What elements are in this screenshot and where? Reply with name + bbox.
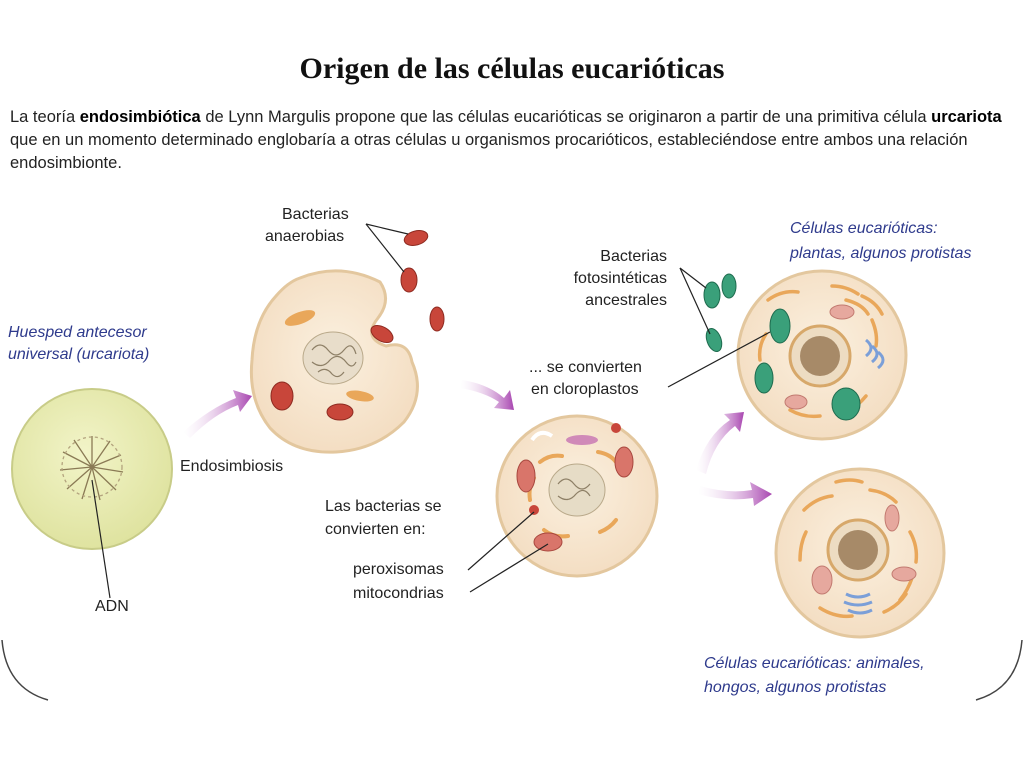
label-anaerobic-line2: anaerobias — [265, 228, 344, 245]
label-plants-line1: Células eucarióticas: — [790, 220, 938, 237]
label-mitochondria: mitocondrias — [353, 585, 444, 602]
cell2-mitochondrion — [326, 403, 354, 421]
photosynthetic-bacteria — [703, 273, 737, 353]
plant-cell — [736, 269, 908, 441]
peroxisome-pointer — [467, 511, 535, 571]
arrow-host-to-cell — [183, 390, 252, 438]
arrow-to-plant-cell — [696, 412, 744, 474]
arrow-to-primitive-eukaryote — [460, 380, 514, 410]
intro-term-endosymbiotic: endosimbiótica — [79, 108, 201, 126]
host-dna — [59, 436, 124, 501]
cell2-mitochondrion — [270, 381, 294, 411]
cell2-organelle — [284, 310, 316, 326]
cell3-peroxisome — [611, 423, 621, 433]
label-photo-line2: fotosintéticas — [574, 270, 667, 287]
cell3-mitochondrion — [614, 446, 634, 478]
frame-curve-left — [1, 639, 49, 701]
host-cell — [11, 388, 173, 550]
cell3-mitochondrion — [533, 532, 563, 552]
plant-chloroplast — [831, 387, 861, 421]
label-animals-line1: Células eucarióticas: animales, — [704, 655, 925, 672]
primitive-eukaryote-cell — [495, 414, 659, 578]
animal-mitochondrion — [811, 565, 833, 595]
animal-mitochondrion — [884, 504, 900, 532]
label-host-line2: universal (urcariota) — [8, 346, 149, 363]
page-title: Origen de las células eucarióticas — [299, 52, 725, 85]
frame-curve-right — [975, 639, 1023, 701]
label-chloro-line2: en cloroplastos — [531, 381, 639, 398]
label-adn: ADN — [95, 598, 129, 615]
mitochondria-pointer — [469, 543, 549, 593]
chloroplast-pointer — [667, 331, 771, 388]
animal-mitochondrion — [891, 566, 917, 582]
animal-nucleus — [826, 518, 890, 582]
plant-mitochondrion — [784, 394, 808, 410]
intro-text-3: que en un momento determinado englobaría… — [10, 131, 968, 172]
plant-mitochondrion — [829, 304, 855, 320]
label-photo-line1: Bacterias — [600, 248, 667, 265]
arrow-to-animal-cell — [698, 482, 772, 506]
cell3-mitochondrion — [516, 459, 536, 493]
photosynthetic-pointer — [679, 267, 707, 289]
plant-chloroplast — [769, 308, 791, 344]
label-peroxisomes: peroxisomas — [353, 561, 444, 578]
adn-pointer — [91, 479, 111, 599]
anaerobic-pointer — [365, 223, 405, 273]
cell3-nucleus — [548, 463, 606, 517]
plant-chloroplast — [754, 362, 774, 394]
plant-golgi — [865, 338, 885, 370]
cell3-peroxisome — [529, 505, 539, 515]
label-plants-line2: plantas, algunos protistas — [789, 245, 971, 262]
intro-paragraph: La teoría endosimbiótica de Lynn Marguli… — [10, 106, 1010, 175]
engulfing-cell — [249, 269, 419, 454]
label-animals-line2: hongos, algunos protistas — [704, 679, 886, 696]
intro-term-urcariota: urcariota — [931, 108, 1002, 126]
intro-text-1: La teoría — [10, 108, 80, 126]
cell2-nucleus — [302, 331, 364, 385]
label-photo-line3: ancestrales — [585, 292, 667, 309]
label-converted-line1: Las bacterias se — [325, 498, 442, 515]
cell2-mitochondrion — [370, 324, 394, 344]
label-endosymbiosis: Endosimbiosis — [180, 458, 283, 475]
plant-nucleus — [788, 324, 852, 388]
anaerobic-pointer — [365, 223, 409, 235]
photosynthetic-pointer — [679, 267, 711, 335]
label-host-line1: Huesped antecesor — [8, 324, 147, 341]
animal-golgi — [843, 592, 873, 615]
label-anaerobic-line1: Bacterias — [282, 206, 349, 223]
label-chloro-line1: ... se convierten — [529, 359, 642, 376]
animal-cell — [774, 467, 946, 639]
intro-text-2: de Lynn Margulis propone que las células… — [200, 108, 932, 126]
label-converted-line2: convierten en: — [325, 521, 426, 538]
anaerobic-bacteria — [400, 230, 445, 332]
cell2-organelle — [346, 390, 374, 402]
